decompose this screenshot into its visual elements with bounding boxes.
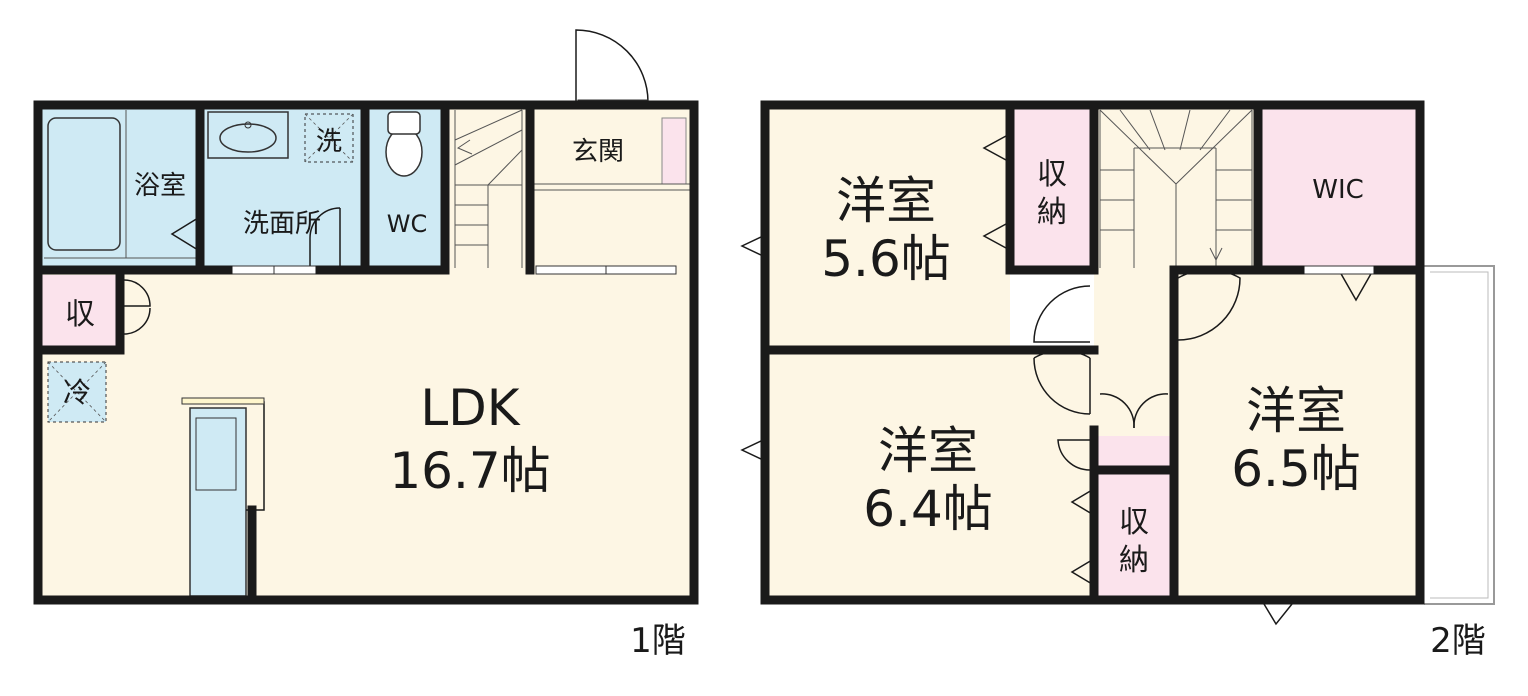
washbasin: [219, 123, 277, 153]
floor1-plan: 浴室 洗面所 洗 WC 玄関 収 冷 LDK 16.7帖 1階: [33, 29, 699, 661]
closet-a: [1010, 105, 1094, 270]
closet-b-label-2: 納: [1119, 543, 1149, 578]
closet-b: [1094, 470, 1174, 600]
washer-label: 洗: [316, 127, 342, 157]
western-room-c: [1174, 270, 1420, 600]
wc-label: WC: [387, 210, 428, 238]
walls-floor1: [33, 100, 699, 605]
storage-label: 収: [65, 297, 95, 332]
stairs-floor2: [1099, 109, 1253, 268]
walls-floor2: [760, 100, 1425, 605]
wic-label: WIC: [1312, 175, 1364, 205]
western-room-a: [765, 105, 1010, 350]
washer-space: [304, 113, 354, 163]
western-b-name-label: 洋室: [878, 422, 978, 480]
storage-closet: [38, 275, 120, 350]
hall-closet: [1094, 436, 1174, 470]
bath-label: 浴室: [134, 171, 186, 201]
toilet: [385, 127, 423, 177]
western-c-name-label: 洋室: [1246, 382, 1346, 440]
entrance-door[interactable]: [575, 29, 649, 103]
western-a-name-label: 洋室: [836, 172, 936, 230]
western-b-size-label: 6.4帖: [863, 480, 993, 538]
kitchen-sink: [195, 417, 237, 491]
hallway: [1094, 270, 1174, 440]
bathtub: [47, 117, 121, 251]
washroom-label: 洗面所: [243, 209, 321, 239]
fridge-label: 冷: [63, 376, 91, 409]
stairs-floor1: [454, 109, 523, 268]
western-a-size-label: 5.6帖: [821, 230, 951, 288]
ldk-size-label: 16.7帖: [389, 442, 550, 500]
floor2-label: 2階: [1430, 621, 1486, 661]
closet-a-label-1: 収: [1037, 157, 1067, 192]
entrance-label: 玄関: [572, 137, 624, 167]
wic-room: [1258, 105, 1420, 270]
ldk-room: [38, 270, 694, 600]
western-c-size-label: 6.5帖: [1231, 440, 1361, 498]
floor1-label: 1階: [630, 621, 686, 661]
entrance-shoe-cabinet: [661, 117, 687, 185]
western-room-b: [765, 350, 1094, 600]
balcony: [1424, 265, 1495, 605]
ldk-name-label: LDK: [420, 379, 520, 437]
closet-b-label-1: 収: [1119, 505, 1149, 540]
closet-a-label-2: 納: [1037, 195, 1067, 230]
floor2-plan: 洋室 5.6帖 収 納 WIC 洋室 6.4帖 収 納 洋室 6.5帖 2階: [740, 100, 1495, 661]
